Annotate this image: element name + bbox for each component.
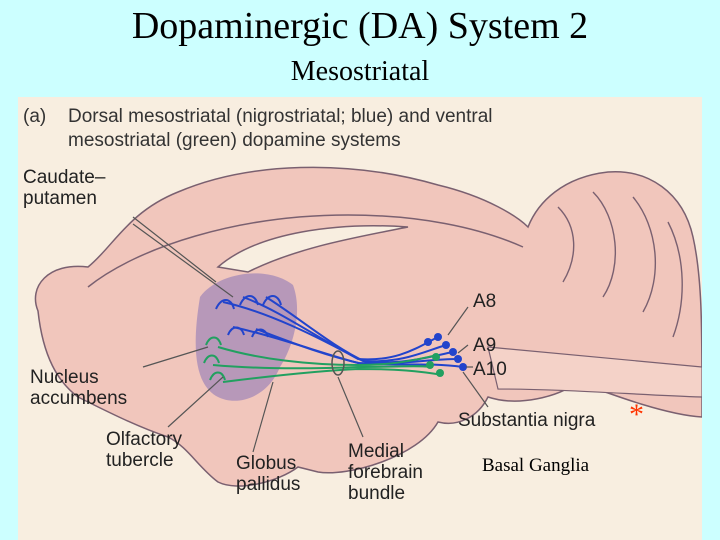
brain-illustration (34, 166, 702, 487)
label-globus-pallidus: Globus pallidus (236, 453, 301, 495)
label-a10: A10 (473, 359, 507, 380)
caption-line1: Dorsal mesostriatal (nigrostriatal; blue… (68, 106, 493, 127)
label-a8: A8 (473, 291, 497, 312)
brain-figure: (a) Dorsal mesostriatal (nigrostriatal; … (18, 97, 702, 540)
label-medial-forebrain-bundle: Medial forebrain bundle (348, 441, 423, 504)
cortex-sulcus (87, 214, 524, 288)
label-a9: A9 (473, 335, 497, 356)
asterisk-marker: * (629, 398, 644, 431)
dopamine-cell-bodies (424, 333, 467, 377)
brainstem (487, 346, 702, 398)
leader-lines (132, 216, 489, 453)
cerebellum-folds (557, 191, 683, 338)
brain-outline (34, 166, 702, 487)
caption-line2: mesostriatal (green) dopamine systems (68, 130, 401, 151)
slide-subtitle: Mesostriatal (290, 56, 430, 87)
slide-title: Dopaminergic (DA) System 2 (131, 5, 589, 47)
ventral-pathway (203, 336, 444, 383)
label-olfactory-tubercle: Olfactory tubercle (106, 429, 183, 471)
label-substantia-nigra: Substantia nigra (458, 410, 596, 431)
label-nucleus-accumbens: Nucleus accumbens (30, 367, 128, 409)
bundle-loop (331, 350, 345, 376)
basal-ganglia-label: Basal Ganglia (482, 455, 590, 476)
label-caudate-putamen: Caudate– putamen (23, 167, 106, 209)
panel-letter: (a) (23, 106, 47, 127)
corpus-callosum (216, 225, 409, 273)
